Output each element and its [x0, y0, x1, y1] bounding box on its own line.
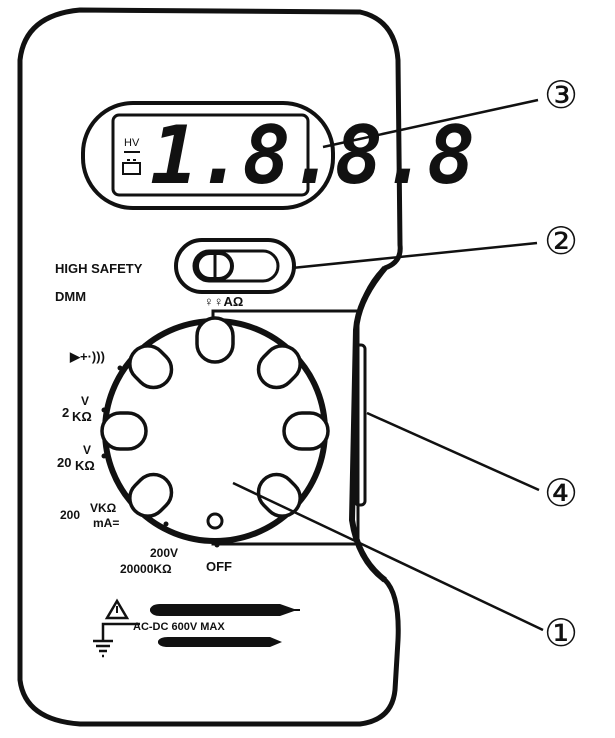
callout-2: ② [544, 219, 579, 263]
warning-triangle-icon [104, 598, 130, 620]
callout-4: ④ [544, 471, 579, 515]
range-2v-unit-bot: KΩ [72, 409, 92, 424]
dial-top-symbols: ♀♀AΩ [204, 294, 244, 309]
battery-icon [122, 159, 141, 175]
dial-indicator [206, 512, 224, 530]
range-200v-label: 200V [150, 546, 179, 560]
high-safety-label: HIGH SAFETY [55, 261, 143, 276]
callout-leaders [232, 98, 544, 632]
callout-1: ① [544, 611, 579, 655]
range-2v-num: 2 [62, 405, 70, 420]
range-20v-num: 20 [57, 455, 72, 470]
off-label: OFF [206, 559, 232, 574]
range-20000k-label: 20000KΩ [120, 562, 172, 576]
hv-label: HV [124, 137, 140, 149]
range-20v-unit-bot: KΩ [75, 458, 95, 473]
range-200-num: 200 [60, 508, 81, 522]
probe-icon [150, 604, 300, 647]
ground-icon [93, 622, 140, 658]
lcd-panel [111, 113, 310, 197]
range-200-unit-top: VKΩ [90, 501, 117, 515]
dial-position-dots [101, 365, 220, 548]
range-2v-unit-top: V [81, 394, 90, 408]
voltage-warning-text: AC-DC 600V MAX [133, 621, 225, 633]
dmm-label: DMM [55, 289, 87, 304]
range-200-unit-bot: mA= [93, 516, 120, 530]
range-20v-unit-top: V [83, 443, 92, 457]
dial-grips [100, 316, 330, 518]
callout-3: ③ [544, 73, 579, 117]
diode-continuity-label: ▶+·))) [70, 349, 105, 364]
lcd-reading: 1.8.8.8 [150, 109, 475, 202]
